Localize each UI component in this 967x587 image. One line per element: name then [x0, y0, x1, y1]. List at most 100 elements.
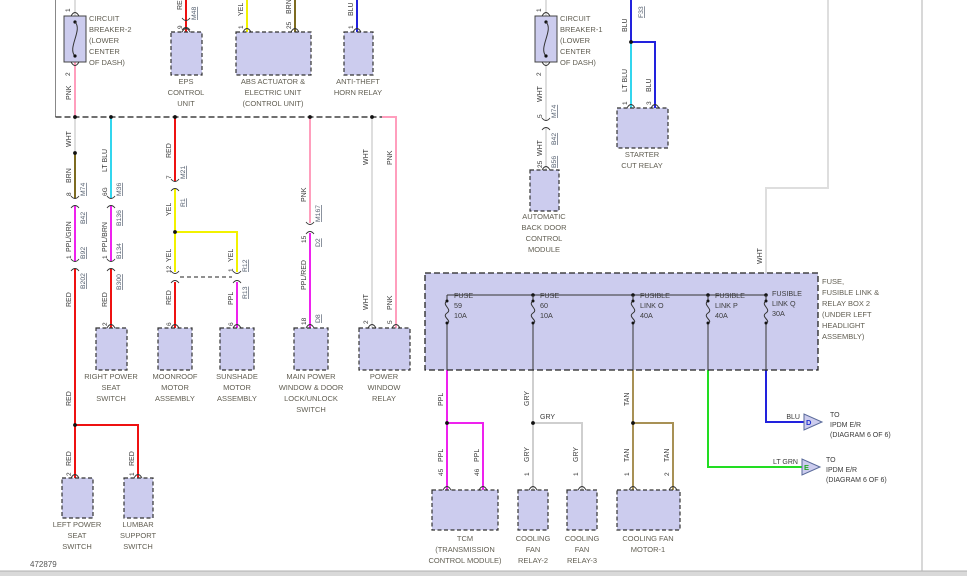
svg-text:40A: 40A — [640, 311, 653, 320]
pin-3: 3 — [646, 101, 653, 105]
cooling-fan-relay-2-box — [517, 489, 549, 531]
svg-text:HORN RELAY: HORN RELAY — [334, 88, 382, 97]
auto-back-door-module-label: AUTOMATIC — [522, 212, 566, 221]
connector-link-m48[interactable]: M48 — [191, 7, 198, 20]
wire-label-red: RED — [66, 451, 73, 466]
wire-label-pnk: PNK — [387, 295, 394, 310]
connector-link-b134[interactable]: B134 — [116, 243, 123, 259]
connector-link-b56[interactable]: B56 — [551, 156, 558, 168]
cb2-pin-1: 1 — [65, 8, 72, 12]
starter-cut-relay-label: STARTER — [625, 150, 660, 159]
pin-1: 1 — [624, 472, 631, 476]
offpage-arrow-e[interactable] — [801, 458, 822, 476]
svg-text:CUT RELAY: CUT RELAY — [621, 161, 662, 170]
power-window-relay-label: POWER — [370, 372, 399, 381]
right-power-seat-switch-box — [95, 327, 128, 371]
eps-control-unit-box — [170, 31, 203, 76]
offpage-arrow-d[interactable] — [803, 413, 824, 431]
fuse-box-internals — [444, 293, 769, 370]
svg-text:SWITCH: SWITCH — [296, 405, 326, 414]
anti-theft-horn-relay-label: ANTI-THEFT — [336, 77, 380, 86]
svg-text:FAN: FAN — [575, 545, 590, 554]
pin-2: 2 — [66, 472, 73, 476]
connector-link-m74[interactable]: M74 — [551, 105, 558, 118]
svg-text:UNIT: UNIT — [177, 99, 195, 108]
svg-text:10A: 10A — [540, 311, 553, 320]
fusible-link-p-label: FUSIBLE — [715, 291, 745, 300]
connector-link-r12[interactable]: R12 — [242, 259, 249, 272]
abs-actuator-label: ABS ACTUATOR & — [241, 77, 305, 86]
lumbar-support-switch-box — [123, 477, 154, 519]
connector-link-r1[interactable]: R1 — [180, 198, 187, 207]
pin-6g: 6G — [102, 187, 109, 196]
wire-label-brn: BRN — [286, 0, 293, 14]
wire-label-tan: TAN — [624, 393, 631, 406]
cb1-pin-1: 1 — [536, 8, 543, 12]
cooling-fan-relay-3-box — [566, 489, 598, 531]
arrow-letter-d: D — [806, 418, 812, 427]
connector-link-m167[interactable]: M167 — [315, 205, 322, 222]
svg-text:IPDM E/R: IPDM E/R — [826, 467, 857, 474]
wire-label-pnk: PNK — [387, 150, 394, 165]
connector-link-b202[interactable]: B202 — [80, 273, 87, 289]
svg-text:ASSEMBLY: ASSEMBLY — [155, 394, 195, 403]
svg-text:OF DASH): OF DASH) — [89, 58, 125, 67]
pin-8: 8 — [66, 192, 73, 196]
fuse-symbol-59 — [444, 295, 450, 370]
wire-label-red: RED — [166, 290, 173, 305]
cb2-pin-2: 2 — [65, 72, 72, 76]
connector-link-b300[interactable]: B300 — [116, 274, 123, 290]
wire-label-wht: WHT — [537, 85, 544, 102]
pin-2: 2 — [363, 320, 370, 324]
svg-text:SWITCH: SWITCH — [62, 542, 92, 551]
svg-text:OF DASH): OF DASH) — [560, 58, 596, 67]
svg-text:BREAKER-2: BREAKER-2 — [89, 25, 132, 34]
wire-label-wht: WHT — [757, 247, 764, 264]
connector-link-m36[interactable]: M36 — [116, 183, 123, 196]
pin-2: 2 — [102, 322, 109, 326]
connector-link-b136[interactable]: B136 — [116, 210, 123, 226]
connector-link-b92[interactable]: B92 — [80, 247, 87, 259]
main-power-window-switch-box — [293, 327, 329, 371]
pin-1: 1 — [102, 255, 109, 259]
pin-9: 9 — [177, 25, 184, 29]
wires — [74, 0, 829, 490]
wire-label-tan: TAN — [624, 449, 631, 462]
pin-46: 46 — [474, 468, 481, 476]
fuse-60-label: FUSE — [540, 291, 559, 300]
pin-5: 5 — [387, 320, 394, 324]
main-power-window-switch-label: MAIN POWER — [286, 372, 336, 381]
fusible-link-o-label: FUSIBLE — [640, 291, 670, 300]
fusible-link-q-label: FUSIBLE — [772, 289, 802, 298]
wire-label-ltblu: LT BLU — [622, 69, 629, 92]
connector-link-m74[interactable]: M74 — [80, 183, 87, 196]
wire-label-gry: GRY — [573, 447, 580, 462]
wire-label-blu: BLU — [786, 414, 800, 421]
connector-link-d8[interactable]: D8 — [315, 314, 322, 323]
wire-label-yel: YEL — [166, 249, 173, 262]
wire-label-red: RED — [166, 143, 173, 158]
svg-text:60: 60 — [540, 301, 548, 310]
wire-label-red: RED — [177, 0, 184, 10]
svg-text:SEAT: SEAT — [67, 531, 86, 540]
moonroof-motor-box — [157, 327, 193, 371]
breaker-symbols — [72, 20, 549, 58]
wire-label-pplbrn: PPL/BRN — [102, 222, 109, 252]
connector-link-b42[interactable]: B42 — [80, 212, 87, 224]
connector-link-m21[interactable]: M21 — [180, 166, 187, 179]
svg-text:FUSIBLE LINK &: FUSIBLE LINK & — [822, 288, 879, 297]
svg-text:(DIAGRAM 6 OF 6): (DIAGRAM 6 OF 6) — [830, 432, 891, 439]
to-ipdm-d: TO — [830, 412, 840, 419]
pin-6: 6 — [228, 322, 235, 326]
wire-label-ltblu: LT BLU — [102, 149, 109, 172]
left-power-seat-switch-label: LEFT POWER — [53, 520, 102, 529]
connector-link-d2[interactable]: D2 — [315, 238, 322, 247]
wire-label-red: RED — [129, 451, 136, 466]
connector-link-b42[interactable]: B42 — [551, 133, 558, 145]
wire-label-ppl: PPL — [438, 449, 445, 462]
connector-link-f33[interactable]: F33 — [638, 6, 645, 18]
connector-link-r13[interactable]: R13 — [242, 286, 249, 299]
wire-label-pplred: PPL/RED — [301, 260, 308, 290]
